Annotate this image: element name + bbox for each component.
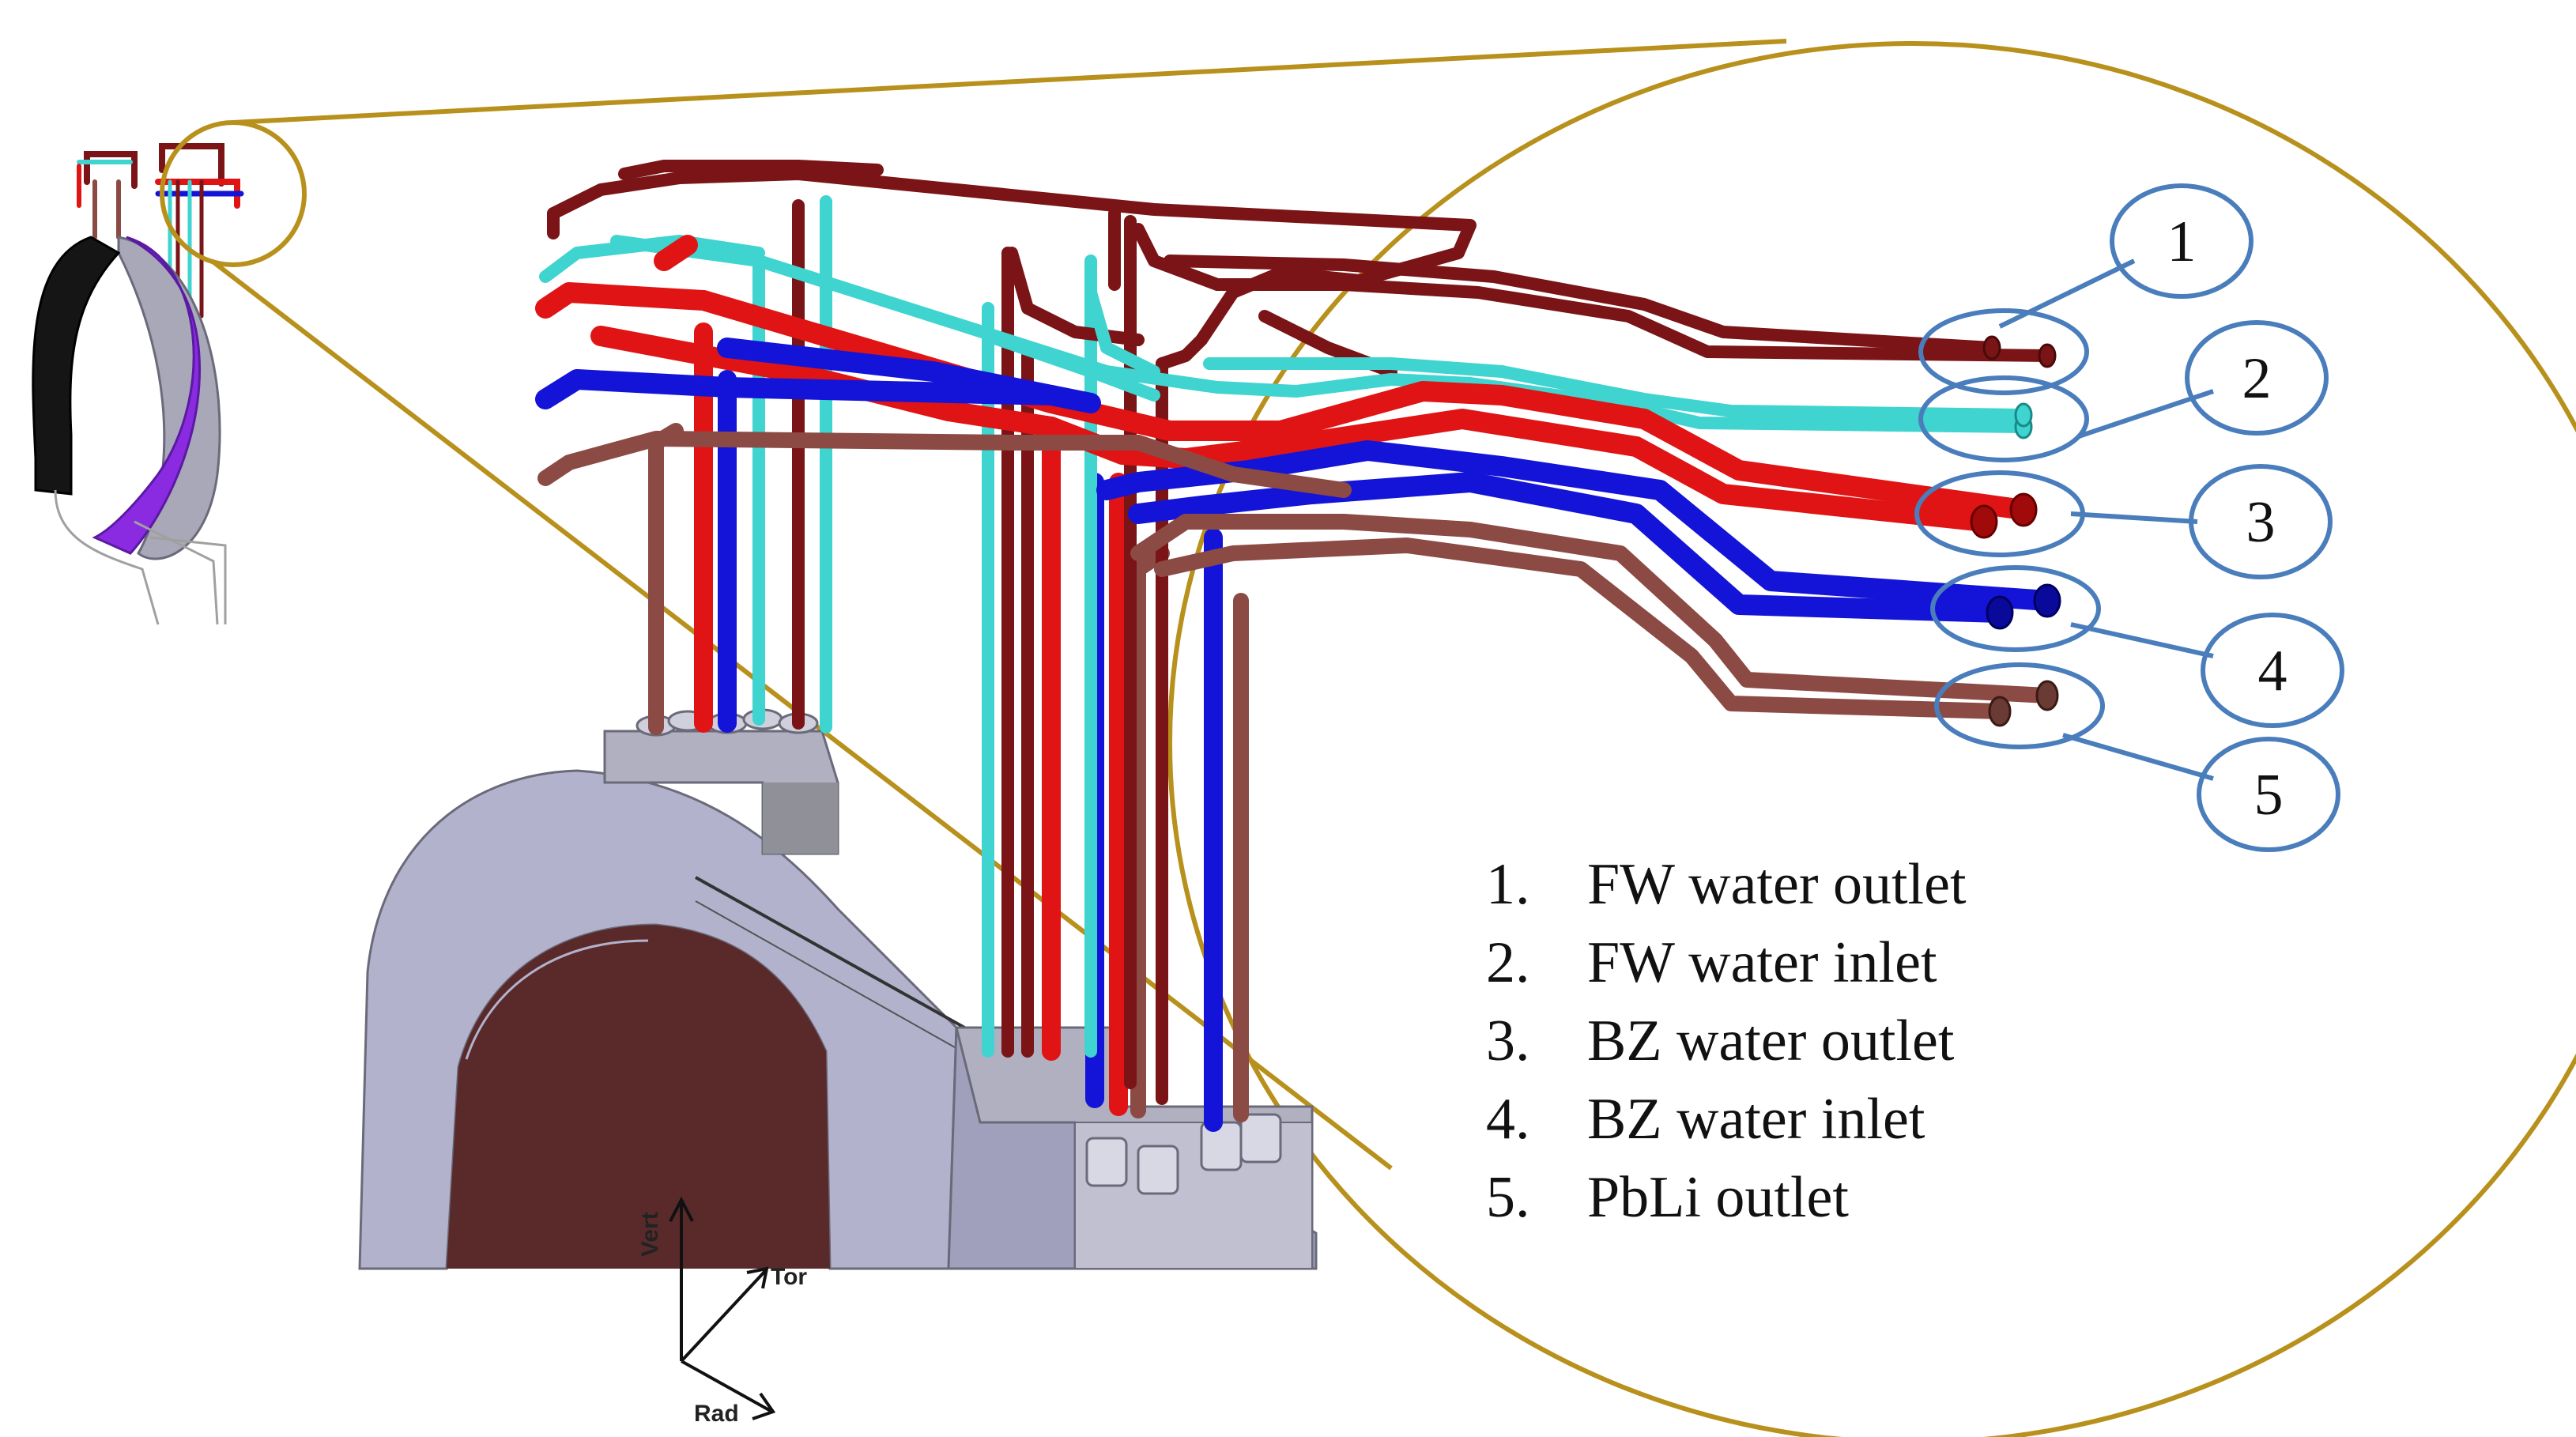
callout-5 <box>1934 662 2340 852</box>
callout-2 <box>1918 320 2329 462</box>
legend-item: 2. FW water inlet <box>1486 924 1967 1002</box>
callout-4 <box>1930 565 2344 728</box>
callout-numbers: 1 2 3 4 5 <box>2167 209 2287 828</box>
legend-item: 1. FW water outlet <box>1486 846 1967 924</box>
legend-number: 5. <box>1486 1165 1530 1230</box>
legend-number: 4. <box>1486 1087 1530 1152</box>
pipe-fw-outlet <box>547 160 2054 378</box>
pipe-runs <box>535 160 2057 719</box>
legend-label: FW water outlet <box>1587 852 1967 917</box>
axis-toroidal <box>680 1269 767 1363</box>
legend-item: 4. BZ water inlet <box>1486 1081 1967 1159</box>
axis-label-tor: Tor <box>771 1264 807 1290</box>
pipe-end-caps <box>1970 335 2061 727</box>
zoom-detail-circle <box>1167 41 2576 1437</box>
legend-number: 1. <box>1486 852 1530 917</box>
legend-label: PbLi outlet <box>1587 1165 1849 1230</box>
callout-number-2: 2 <box>2242 346 2272 411</box>
thumbnail-blanket <box>32 143 244 625</box>
axis-label-vert: Vert <box>637 1212 663 1257</box>
legend-label: BZ water outlet <box>1587 1009 1955 1073</box>
callout-number-4: 4 <box>2258 639 2287 703</box>
legend-item: 5. PbLi outlet <box>1486 1159 1967 1237</box>
legend-label: FW water inlet <box>1587 930 1937 995</box>
legend-item: 3. BZ water outlet <box>1486 1002 1967 1081</box>
callout-number-1: 1 <box>2167 209 2197 274</box>
pipe-fw-inlet <box>539 235 2030 433</box>
manifold-right <box>955 1026 1314 1270</box>
legend-number: 2. <box>1486 930 1530 995</box>
pipe-bz-inlet <box>535 338 2057 623</box>
axis-label-rad: Rad <box>694 1401 739 1427</box>
callouts <box>1914 183 2344 852</box>
callout-1 <box>1918 183 2254 395</box>
legend: 1. FW water outlet 2. FW water inlet 3. … <box>1486 846 1967 1237</box>
callout-number-3: 3 <box>2246 490 2276 555</box>
legend-number: 3. <box>1486 1009 1530 1073</box>
callout-number-5: 5 <box>2254 763 2284 828</box>
legend-label: BZ water inlet <box>1587 1087 1925 1152</box>
callout-3 <box>1914 464 2333 579</box>
pipe-pbli-outlet <box>537 431 2055 719</box>
axes-triad <box>669 1196 776 1420</box>
axis-radial <box>681 1360 771 1412</box>
